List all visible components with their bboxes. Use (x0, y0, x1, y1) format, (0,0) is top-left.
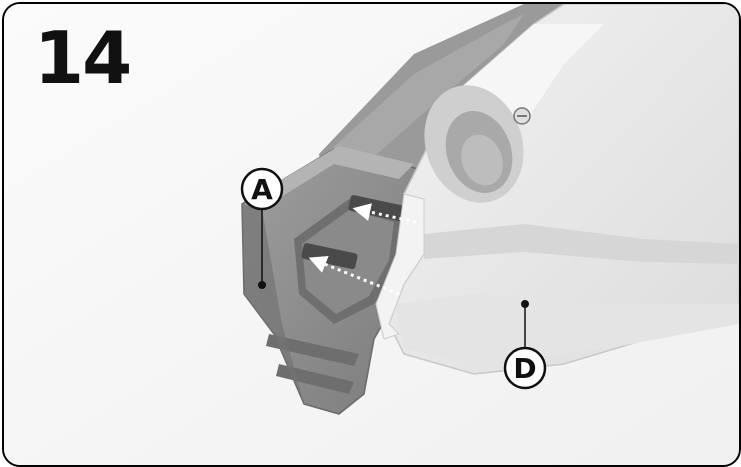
callout-a: A (240, 167, 284, 289)
callout-d: D (503, 300, 547, 390)
step-number: 14 (34, 16, 132, 100)
lower-arrow (308, 256, 400, 296)
callout-d-letter: D (513, 352, 536, 385)
upper-arrow (352, 203, 417, 224)
insertion-arrows (308, 203, 417, 296)
part-d-housing (375, 4, 739, 375)
callout-a-letter: A (251, 173, 273, 206)
assembly-photo: A D (4, 4, 739, 465)
